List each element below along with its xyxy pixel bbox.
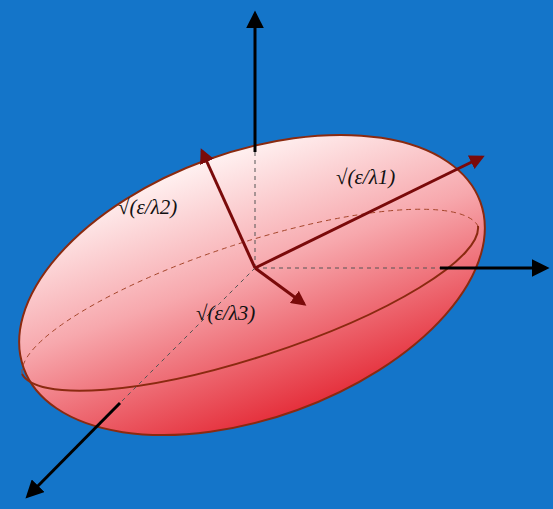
axis-inner <box>255 268 440 269</box>
semi-axis-3 <box>255 268 304 304</box>
axis-x <box>440 267 546 270</box>
axis-inner <box>255 152 256 268</box>
ellipsoid-body <box>0 77 526 493</box>
semi-axis-label: √(ε/λ2) <box>118 196 177 219</box>
equator-back <box>22 209 478 374</box>
semi-axis-label: √(ε/λ1) <box>336 166 395 189</box>
axis-y <box>28 403 120 496</box>
axis-inner <box>120 268 255 403</box>
semi-axis-2 <box>202 151 255 268</box>
semi-axis-label: √(ε/λ3) <box>196 302 255 325</box>
semi-axis-1 <box>255 157 482 268</box>
equator-front <box>22 226 478 391</box>
axis-z <box>254 14 257 152</box>
